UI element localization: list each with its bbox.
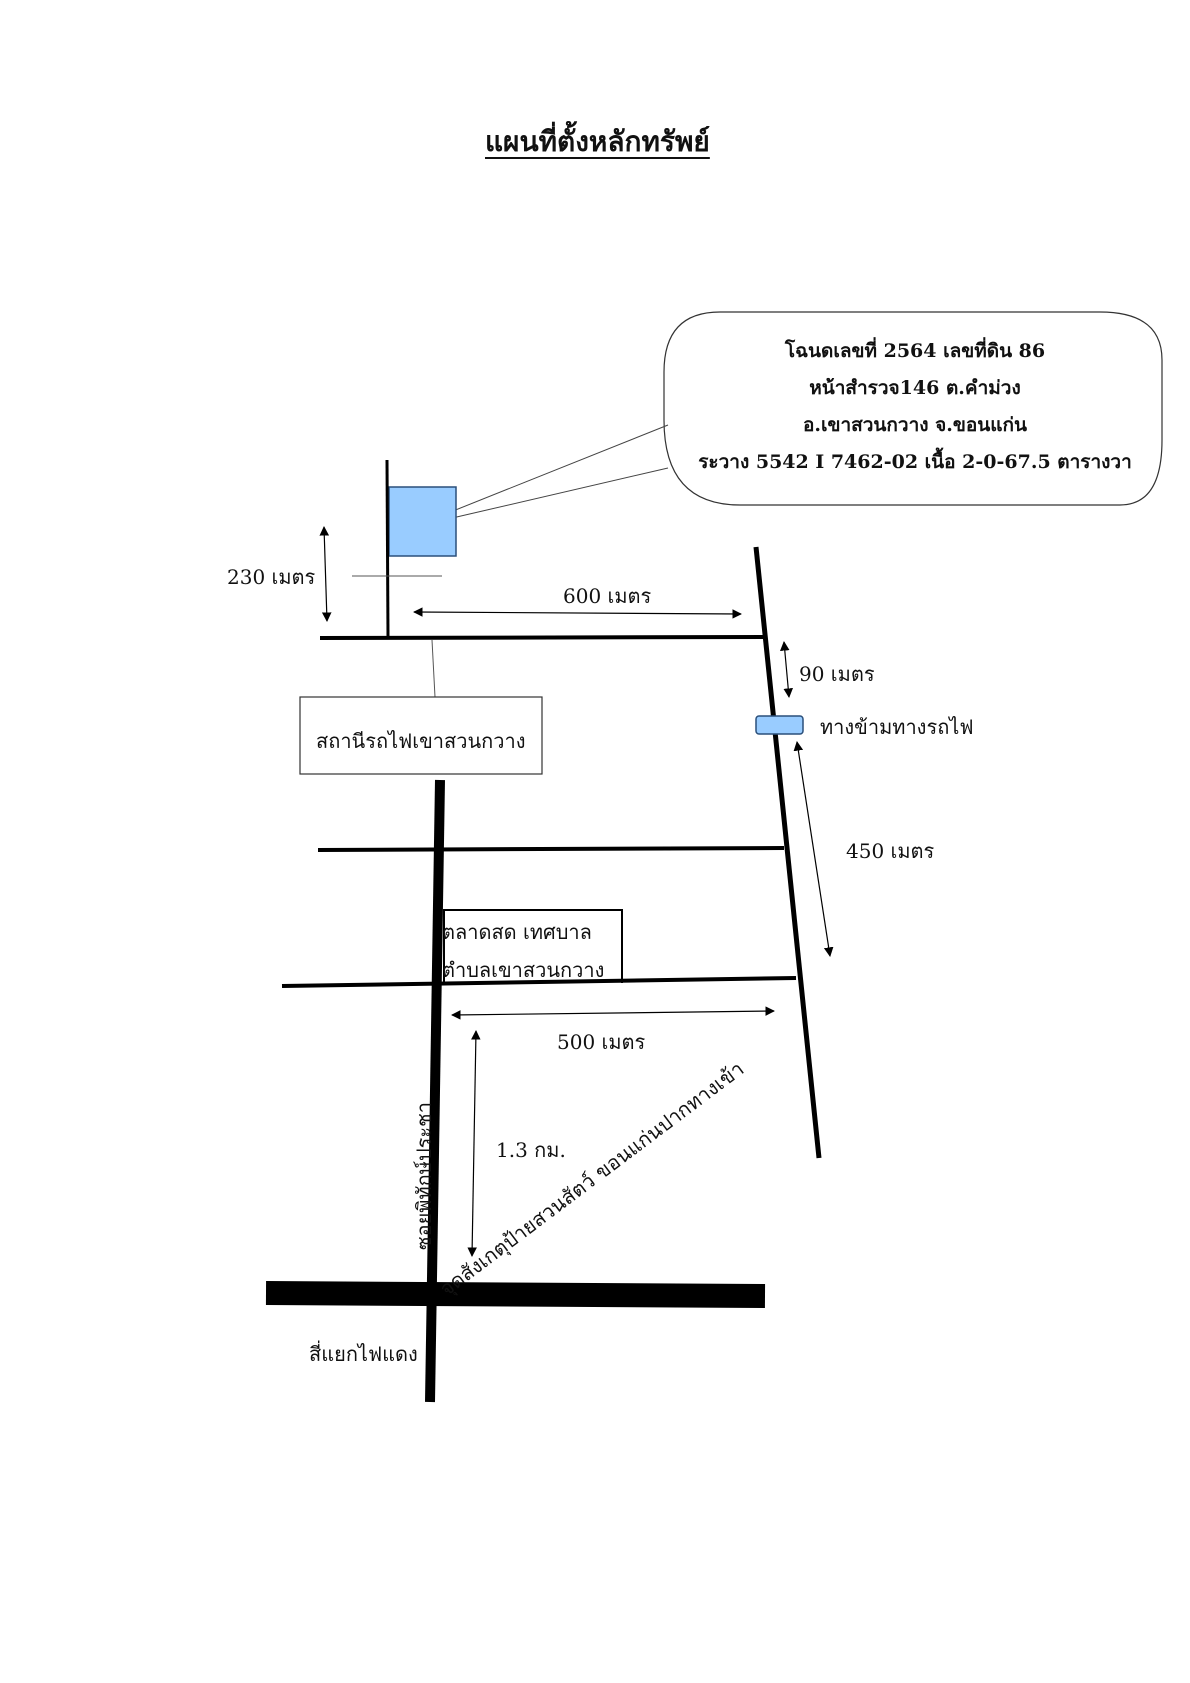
property-info: โฉนดเลขที่ 2564 เลขที่ดิน 86 หน้าสำรวจ14… <box>680 333 1150 481</box>
property-district-line: อ.เขาสวนกวาง จ.ขอนแก่น <box>802 414 1028 436</box>
road-middle <box>317 846 785 852</box>
label-railway-crossing: ทางข้ามทางรถไฟ <box>820 715 974 739</box>
callout-bubble <box>663 311 1163 506</box>
arrow-1-3km <box>467 1030 481 1257</box>
label-market-line2: ตำบลเขาสวนกวาง <box>442 958 605 982</box>
railway-crossing-marker <box>755 715 804 735</box>
property-survey-line: หน้าสำรวจ146 ต.คำม่วง <box>809 377 1021 399</box>
property-area-line: ระวาง 5542 I 7462-02 เนื้อ 2-0-67.5 ตารา… <box>698 451 1132 473</box>
label-450-meters: 450 เมตร <box>846 839 935 863</box>
label-station: สถานีรถไฟเขาสวนกวาง <box>316 729 526 753</box>
label-market-line1: ตลาดสด เทศบาล <box>442 920 592 944</box>
label-230-meters: 230 เมตร <box>227 565 316 589</box>
label-600-meters: 600 เมตร <box>563 584 652 608</box>
arrow-500 <box>451 1006 775 1020</box>
label-soi-phithak-pracha: ซอยพิทักษ์ประชา <box>412 1102 436 1250</box>
label-500-meters: 500 เมตร <box>557 1030 646 1054</box>
road-soi-phithak-pracha <box>425 779 445 1403</box>
label-90-meters: 90 เมตร <box>799 662 875 686</box>
property-marker <box>388 486 457 557</box>
ref-line-station <box>431 639 436 698</box>
callout-pointer-bottom <box>447 467 669 520</box>
arrow-600 <box>413 607 742 619</box>
arrow-90 <box>780 641 793 698</box>
station-box <box>299 696 543 775</box>
road-property-vertical <box>385 459 390 639</box>
market-box <box>443 909 623 985</box>
map-title: แผนที่ตั้งหลักทรัพย์ <box>485 125 710 158</box>
label-traffic-light-intersection: สี่แยกไฟแดง <box>309 1342 418 1366</box>
callout-pointer-top <box>447 424 669 514</box>
arrow-230 <box>319 526 332 622</box>
road-railway <box>753 546 822 1159</box>
arrow-450 <box>793 741 834 957</box>
property-deed-line: โฉนดเลขที่ 2564 เลขที่ดิน 86 <box>784 340 1046 362</box>
road-top <box>319 635 767 640</box>
road-market <box>281 976 797 988</box>
label-1-3-km: 1.3 กม. <box>496 1138 566 1162</box>
road-main-highway <box>265 1281 766 1308</box>
